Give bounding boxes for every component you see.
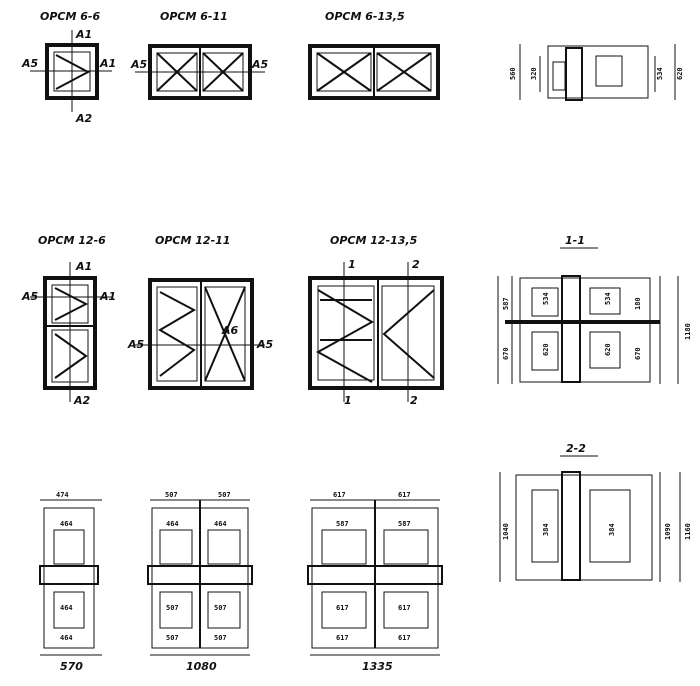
dim-570: 570 [60, 660, 83, 673]
dim-507-a: 507 [165, 491, 178, 499]
dim-617-d: 617 [398, 604, 411, 612]
dim-1090: 1090 [664, 523, 672, 540]
dim-384: 384 [542, 523, 550, 536]
section-2-2: 2-2 1040 384 384 1090 1160 [499, 442, 692, 582]
dim-507-c: 507 [166, 604, 179, 612]
dim-670-b: 670 [634, 347, 642, 360]
title-orsm-12-6: ОРСМ 12-6 [38, 234, 106, 247]
dim-534-s1: 534 [542, 292, 550, 305]
dim-507-b: 507 [218, 491, 231, 499]
callout-a2: А2 [75, 112, 93, 125]
section-1-1: 1-1 587 670 534 534 620 620 180 670 1180 [497, 234, 692, 384]
dim-464-w2a: 464 [166, 520, 179, 528]
callout-a5-w2-right: А5 [251, 58, 269, 71]
dim-1180: 1180 [684, 323, 692, 340]
dim-587-w3b: 587 [398, 520, 411, 528]
dim-507-d: 507 [214, 604, 227, 612]
title-section-2-2: 2-2 [566, 442, 586, 455]
dim-1160: 1160 [684, 523, 692, 540]
window-orsm-6-11: ОРСМ 6-11 А5 А5 [130, 10, 269, 100]
title-orsm-12-13-5: ОРСМ 12-13,5 [330, 234, 418, 247]
callout-a1-w4-right: А1 [99, 290, 116, 303]
dim-320: 320 [530, 67, 538, 80]
window-orsm-12-13-5: ОРСМ 12-13,5 1 2 1 2 [308, 234, 444, 407]
dim-464-c: 464 [60, 634, 73, 642]
callout-2-bottom: 2 [410, 394, 418, 407]
dim-617-e: 617 [336, 634, 349, 642]
callout-a5: А5 [21, 57, 39, 70]
dim-617-f: 617 [398, 634, 411, 642]
callout-a5-w4: А5 [21, 290, 39, 303]
dim-1040: 1040 [502, 523, 510, 540]
dim-560: 560 [509, 67, 517, 80]
callout-a1-w4: А1 [75, 260, 92, 273]
dim-464: 464 [60, 520, 73, 528]
elevation-1080: 507 507 464 464 507 507 507 507 1080 [147, 491, 253, 673]
dim-464-b: 464 [60, 604, 73, 612]
callout-2-top: 2 [412, 258, 420, 271]
callout-a5-w5: А5 [127, 338, 145, 351]
window-orsm-6-6: ОРСМ 6-6 А1 А5 А1 А2 [21, 10, 116, 125]
dim-620-s1b: 620 [604, 343, 612, 356]
dim-464-w2b: 464 [214, 520, 227, 528]
title-orsm-6-11: ОРСМ 6-11 [160, 10, 228, 23]
elevation-1335: 617 617 587 587 617 617 617 617 1335 [307, 491, 443, 673]
callout-a1-right: А1 [99, 57, 116, 70]
dim-474: 474 [56, 491, 69, 499]
dim-534: 534 [656, 67, 664, 80]
window-orsm-12-6: ОРСМ 12-6 А1 А5 А1 А2 [21, 234, 116, 407]
window-orsm-12-11: ОРСМ 12-11 А5 А6 А5 [127, 234, 274, 390]
window-orsm-6-13-5: ОРСМ 6-13,5 [308, 10, 440, 100]
dim-534-s1b: 534 [604, 292, 612, 305]
callout-a5-w5-right: А5 [256, 338, 274, 351]
dim-507-e: 507 [166, 634, 179, 642]
callout-a1-top: А1 [75, 28, 92, 41]
dim-620: 620 [676, 67, 684, 80]
dim-587: 587 [502, 297, 510, 310]
dim-587-w3a: 587 [336, 520, 349, 528]
callout-a6: А6 [221, 324, 239, 337]
dim-180: 180 [634, 297, 642, 310]
dim-617-b: 617 [398, 491, 411, 499]
dim-507-f: 507 [214, 634, 227, 642]
title-orsm-12-11: ОРСМ 12-11 [155, 234, 230, 247]
callout-a5-w2: А5 [130, 58, 148, 71]
callout-a2-w4: А2 [73, 394, 91, 407]
dim-670: 670 [502, 347, 510, 360]
callout-1-bottom: 1 [344, 394, 352, 407]
elevation-570: 474 464 464 464 570 [39, 491, 102, 673]
dim-384-b: 384 [608, 523, 616, 536]
dim-617-a: 617 [333, 491, 346, 499]
section-detail-top: 560 320 534 620 [509, 44, 684, 101]
dim-1335: 1335 [362, 660, 393, 673]
dim-620-s1: 620 [542, 343, 550, 356]
title-section-1-1: 1-1 [565, 234, 585, 247]
title-orsm-6-13-5: ОРСМ 6-13,5 [325, 10, 405, 23]
dim-617-c: 617 [336, 604, 349, 612]
dim-1080: 1080 [186, 660, 217, 673]
title-orsm-6-6: ОРСМ 6-6 [40, 10, 100, 23]
callout-1-top: 1 [348, 258, 356, 271]
